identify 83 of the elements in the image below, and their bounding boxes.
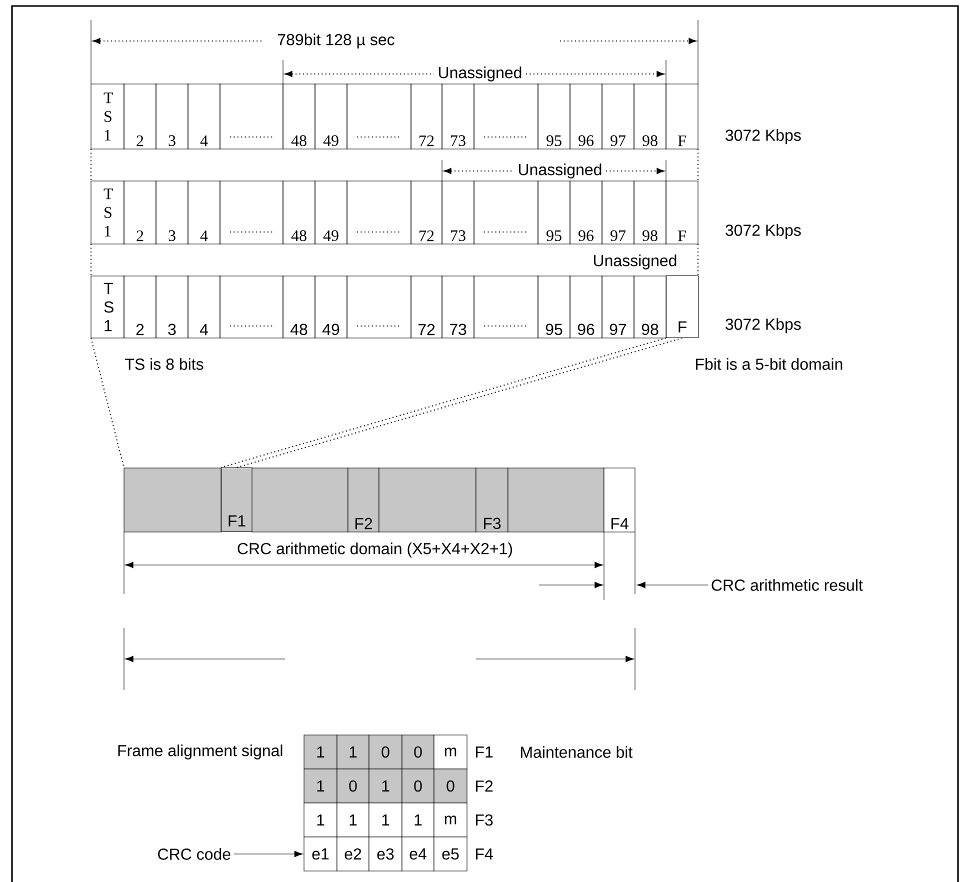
bit-cell: 0 <box>336 768 370 804</box>
time-slot-cell: 48 <box>282 180 316 244</box>
time-slot-cell: 96 <box>570 84 602 150</box>
time-slot-cell: 95 <box>538 276 570 338</box>
time-slot-cell: 73 <box>442 84 474 150</box>
row-label: F4 <box>476 848 493 860</box>
bit-cell: 1 <box>368 802 402 838</box>
bit-cell: e1 <box>304 836 338 872</box>
time-slot-cell: T S 1 <box>90 84 124 150</box>
time-slot-cell: 96 <box>570 180 602 244</box>
time-slot-cell: 97 <box>602 84 634 150</box>
time-slot-cell: 4 <box>188 180 220 244</box>
row-label: F2 <box>476 780 493 792</box>
row-label: F1 <box>476 746 493 758</box>
rate-label: 3072 Kbps <box>726 224 801 240</box>
bit-field-cell: F2 <box>348 468 380 532</box>
time-slot-cell: 73 <box>442 276 474 338</box>
bit-cell: 0 <box>402 734 434 770</box>
time-slot-cell: F <box>666 180 698 244</box>
time-slot-cell: 48 <box>282 276 316 338</box>
bit-cell: 1 <box>304 734 338 770</box>
rate-label: 3072 Kbps <box>726 129 801 144</box>
annotation-text: CRC arithmetic result <box>712 579 863 591</box>
time-slot-cell: 2 <box>124 276 156 338</box>
bit-cell: 1 <box>336 734 370 770</box>
bit-field-cell: F4 <box>604 468 636 532</box>
time-slot-cell: 4 <box>188 276 220 338</box>
note-text: TS is 8 bits <box>125 358 204 370</box>
time-slot-cell: 49 <box>314 84 348 150</box>
time-slot-cell: T S 1 <box>90 180 124 244</box>
time-slot-cell: F <box>666 275 699 338</box>
range-label: Unassigned <box>519 164 602 178</box>
bit-cell: 1 <box>402 802 434 838</box>
time-slot-cell: 4 <box>188 84 220 150</box>
time-slot-cell: 3 <box>156 180 188 244</box>
time-slot-cell: 2 <box>124 180 156 244</box>
time-slot-cell: 95 <box>538 180 570 244</box>
bit-cell: 0 <box>434 768 468 804</box>
dimension-label: CRC arithmetic domain (X5+X4+X2+1) <box>236 541 514 559</box>
bit-cell: 0 <box>368 734 402 770</box>
bit-cell: e4 <box>402 836 434 872</box>
time-slot-cell: 72 <box>410 84 442 150</box>
time-slot-cell: 3 <box>156 84 188 150</box>
bit-cell: e3 <box>368 836 402 872</box>
range-label: Unassigned <box>594 254 676 270</box>
time-slot-cell: 96 <box>570 276 602 338</box>
time-slot-cell: 72 <box>410 276 442 338</box>
row-label: Frame alignment signal <box>118 744 282 760</box>
time-slot-cell: F <box>666 84 698 150</box>
bit-cell: 1 <box>368 768 402 804</box>
bit-cell: m <box>434 802 468 838</box>
time-slot-cell: 98 <box>634 276 666 338</box>
bit-cell: 0 <box>402 768 434 804</box>
bit-cell: e5 <box>434 836 468 872</box>
time-slot-cell: 98 <box>634 84 666 150</box>
bit-field-cell: F3 <box>476 468 508 532</box>
time-slot-cell: 95 <box>538 84 570 150</box>
bit-cell: e2 <box>336 836 370 872</box>
bit-cell: 1 <box>304 768 338 804</box>
time-slot-cell: 72 <box>410 180 442 244</box>
time-slot-cell: 3 <box>156 276 188 338</box>
time-slot-cell: T S 1 <box>90 276 124 338</box>
time-slot-cell: 49 <box>314 180 348 244</box>
bit-field-cell: F1 <box>221 467 253 532</box>
time-slot-cell: 97 <box>602 276 634 338</box>
arrow <box>636 582 708 588</box>
row-label: F3 <box>476 814 493 826</box>
note-text: Fbit is a 5-bit domain <box>696 358 842 370</box>
range-label: Unassigned <box>439 66 522 82</box>
time-slot-cell: 48 <box>282 84 316 150</box>
time-slot-cell: 73 <box>442 180 474 244</box>
rate-label: 3072 Kbps <box>726 318 801 334</box>
time-slot-cell: 98 <box>634 180 666 244</box>
time-slot-cell: 2 <box>124 84 156 150</box>
annotation-text: CRC code <box>158 848 230 860</box>
bit-cell: 1 <box>336 802 370 838</box>
row-label: Maintenance bit <box>521 746 633 758</box>
dimension-label: 789bit 128 µ sec <box>278 34 394 48</box>
bit-cell: m <box>434 734 468 770</box>
arrow <box>234 850 303 858</box>
bit-cell: 1 <box>304 802 338 838</box>
time-slot-cell: 49 <box>314 276 348 338</box>
time-slot-cell: 97 <box>602 180 634 244</box>
